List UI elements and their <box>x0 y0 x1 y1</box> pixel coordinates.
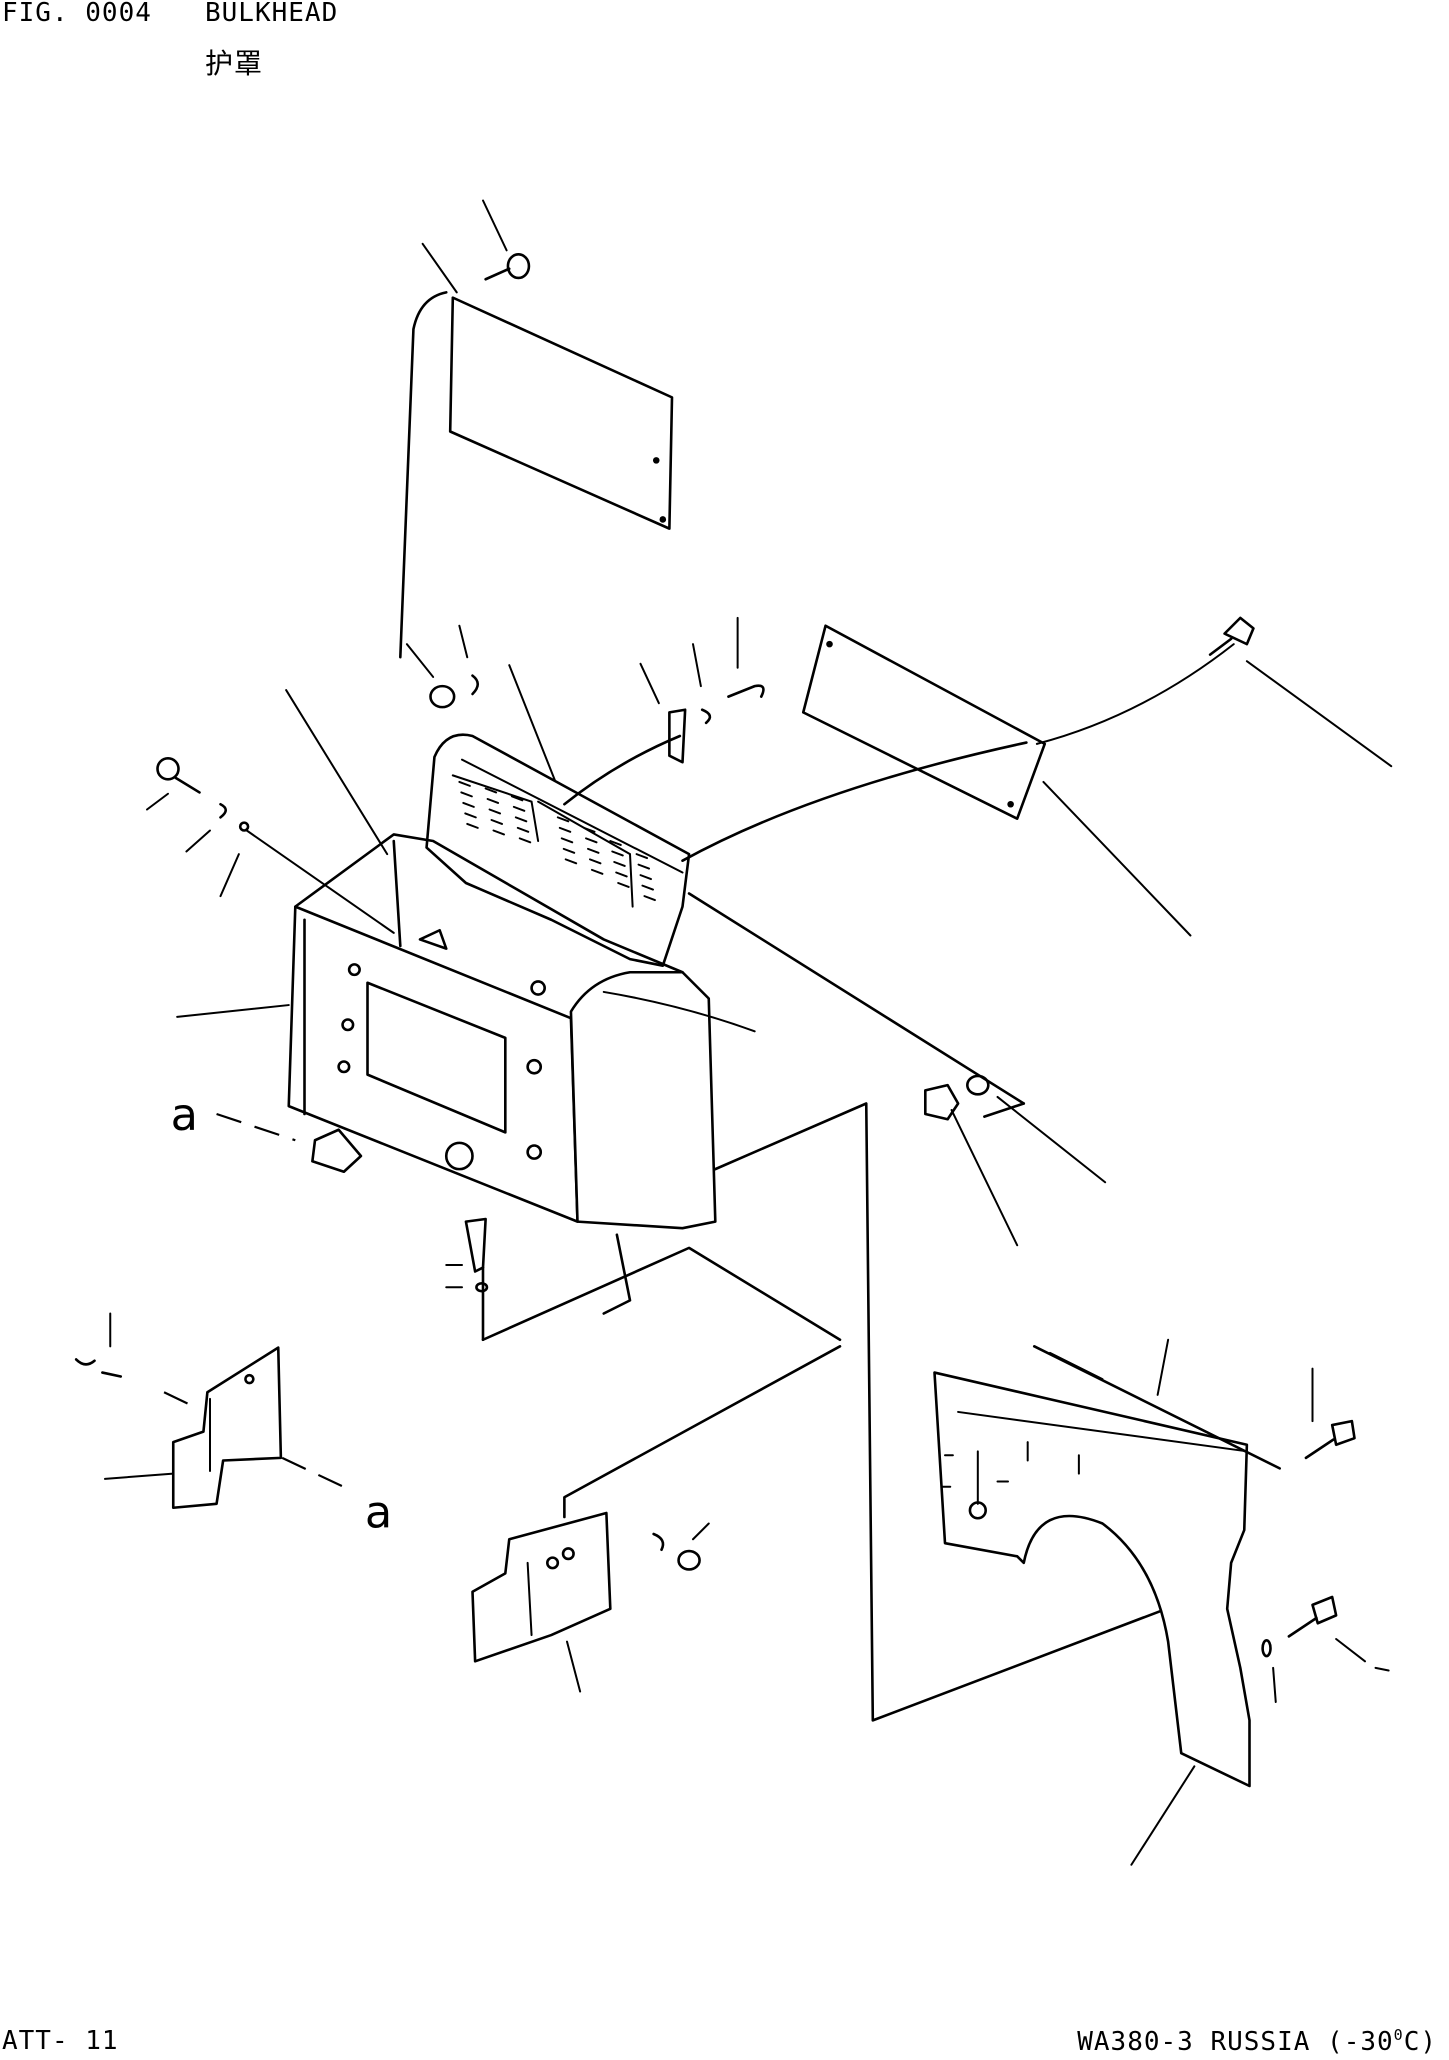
vent-slot <box>564 849 575 853</box>
callout-label-a-left: a <box>171 1089 198 1141</box>
grille-vent-slots <box>459 782 655 900</box>
vent-slot <box>612 852 623 856</box>
vent-slot <box>465 813 476 817</box>
lower-bolt <box>446 1219 487 1291</box>
vent-slot <box>520 838 531 842</box>
callout-label-a-bottom: a <box>365 1486 392 1538</box>
right-fender-bolts <box>1263 1369 1389 1702</box>
vent-slot <box>610 841 621 845</box>
bottom-middle-plate <box>473 1513 709 1692</box>
vent-slot <box>592 870 603 874</box>
vent-slot <box>558 817 569 821</box>
footer-model-text: WA380-3 RUSSIA (-30 <box>1077 2027 1394 2057</box>
vent-slot <box>488 799 499 803</box>
vent-slot <box>463 803 474 807</box>
vent-slot <box>512 796 523 800</box>
vent-slot <box>616 873 627 877</box>
vent-slot <box>494 831 505 835</box>
vent-slot <box>584 828 595 832</box>
nut-and-washer <box>925 1076 1105 1245</box>
vent-slot <box>562 838 573 842</box>
top-cover-plate <box>400 292 672 657</box>
vent-slot <box>618 883 629 887</box>
vent-slot <box>514 807 525 811</box>
left-bracket-plate <box>76 1314 352 1508</box>
figure-title: BULKHEAD <box>205 0 339 28</box>
vent-slot <box>486 789 497 793</box>
footer-page-id: ATT- 11 <box>2 2026 119 2056</box>
left-pin-assembly <box>147 758 394 933</box>
right-upper-bolt <box>1210 618 1253 655</box>
vent-slot <box>586 838 597 842</box>
vent-slot <box>642 886 653 890</box>
footer-model: WA380-3 RUSSIA (-300C) <box>1077 2026 1437 2057</box>
vent-slot <box>566 859 577 863</box>
footer-unit: C) <box>1403 2027 1437 2057</box>
vent-slot <box>461 792 472 796</box>
callout-a-left <box>217 1114 296 1140</box>
small-fasteners-top <box>407 618 764 804</box>
vent-slot <box>588 849 599 853</box>
vent-slot <box>637 854 648 858</box>
top-bolt <box>423 201 529 293</box>
vent-slot <box>590 859 601 863</box>
right-upper-plate <box>803 626 1391 936</box>
vent-slot <box>459 782 470 786</box>
vent-slot <box>641 875 652 879</box>
frame-outline <box>483 894 1201 1721</box>
grille-plate <box>427 735 1027 966</box>
vent-slot <box>490 810 501 814</box>
vent-slot <box>639 865 650 869</box>
vent-slot <box>516 817 527 821</box>
figure-number: FIG. 0004 <box>2 0 152 28</box>
vent-slot <box>467 824 478 828</box>
figure-subtitle-chinese: 护罩 <box>205 47 264 80</box>
vent-slot <box>518 828 529 832</box>
vent-slot <box>614 862 625 866</box>
vent-slot <box>644 896 655 900</box>
right-fender-panel <box>935 1340 1280 1865</box>
vent-slot <box>492 820 503 824</box>
vent-slot <box>560 828 571 832</box>
bulkhead-box <box>177 690 755 1313</box>
footer-degree-sup: 0 <box>1393 2026 1404 2044</box>
